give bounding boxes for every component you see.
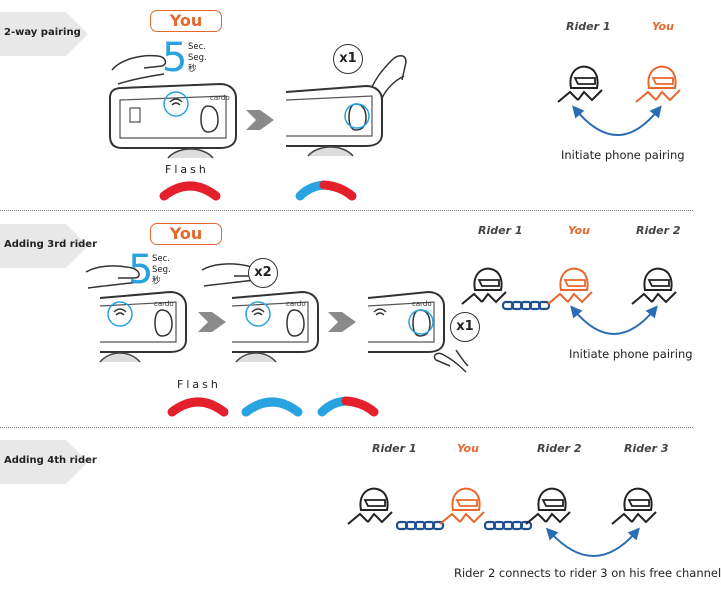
unit-sec: Sec.: [188, 42, 207, 52]
hand-icon: [85, 265, 140, 289]
you-rider-label: You: [652, 20, 674, 33]
chain-link-icon: [395, 520, 445, 531]
chain-link-icon: [483, 520, 533, 531]
device-brand: cardo: [154, 300, 174, 308]
flash-blue-red-led: [295, 180, 357, 201]
rider-1-label: Rider 1: [372, 442, 417, 455]
unit-sec-cjk: 秒: [188, 64, 197, 74]
device-illustration: cardo: [109, 83, 237, 159]
initiate-caption: Initiate phone pairing: [561, 148, 685, 162]
press-count-badge: x1: [333, 44, 363, 74]
press-count-badge: x2: [248, 258, 278, 288]
countdown-units: Sec. Seg. 秒: [188, 42, 207, 75]
flash-red-led: [159, 181, 221, 201]
section-tab-4th-rider: Adding 4th rider: [0, 440, 97, 484]
chain-link-icon: [501, 300, 551, 311]
device-brand: cardo: [210, 94, 230, 102]
section-tab-2way: 2-way pairing: [0, 12, 88, 56]
rider-3-label: Rider 3: [624, 442, 669, 455]
next-step-arrow: [246, 110, 274, 130]
press-count-badge: x1: [450, 312, 480, 342]
pairing-arrow: [545, 527, 640, 557]
initiate-caption: Initiate phone pairing: [569, 347, 693, 361]
device-illustration: cardo: [367, 290, 445, 353]
section-label: 2-way pairing: [4, 27, 81, 38]
you-rider-label: You: [457, 442, 479, 455]
countdown-number: 5: [128, 247, 154, 293]
you-label-box: You: [150, 10, 222, 32]
unit-sec: Sec.: [152, 254, 171, 264]
device-illustration: cardo: [231, 290, 319, 363]
unit-sec-cjk: 秒: [152, 276, 161, 286]
flash-red-led: [167, 397, 229, 417]
device-brand: cardo: [412, 300, 432, 308]
section-tab-3rd-rider: Adding 3rd rider: [0, 224, 97, 268]
pairing-arrow: [570, 305, 658, 335]
rider-1-label: Rider 1: [566, 20, 611, 33]
you-label-box: You: [150, 223, 222, 245]
countdown-units: Sec. Seg. 秒: [152, 254, 171, 287]
next-step-arrow: [328, 312, 356, 332]
countdown-number: 5: [162, 35, 188, 81]
unit-seg: Seg.: [188, 53, 207, 63]
next-step-arrow: [198, 312, 226, 332]
rider-2-label: Rider 2: [537, 442, 582, 455]
section-divider: [0, 210, 693, 211]
you-rider-label: You: [568, 224, 590, 237]
rider2-connects-caption: Rider 2 connects to rider 3 on his free …: [454, 566, 721, 580]
rider-2-label: Rider 2: [636, 224, 681, 237]
pairing-arrow: [572, 105, 662, 136]
device-illustration: [285, 84, 383, 157]
section-divider: [0, 427, 693, 428]
hand-icon: [367, 55, 407, 99]
section-label: Adding 3rd rider: [4, 239, 98, 250]
hand-icon: [111, 54, 167, 85]
flash-blue-red-led: [317, 396, 379, 417]
rider-1-label: Rider 1: [478, 224, 523, 237]
device-illustration: cardo: [99, 290, 187, 363]
unit-seg: Seg.: [152, 265, 171, 275]
device-brand: cardo: [286, 300, 306, 308]
hand-icon: [433, 349, 469, 373]
flash-label: Flash: [177, 378, 221, 391]
flash-blue-led: [241, 397, 303, 417]
section-label: Adding 4th rider: [4, 455, 97, 466]
helmet-icon: [347, 487, 393, 525]
flash-label: Flash: [165, 163, 209, 176]
